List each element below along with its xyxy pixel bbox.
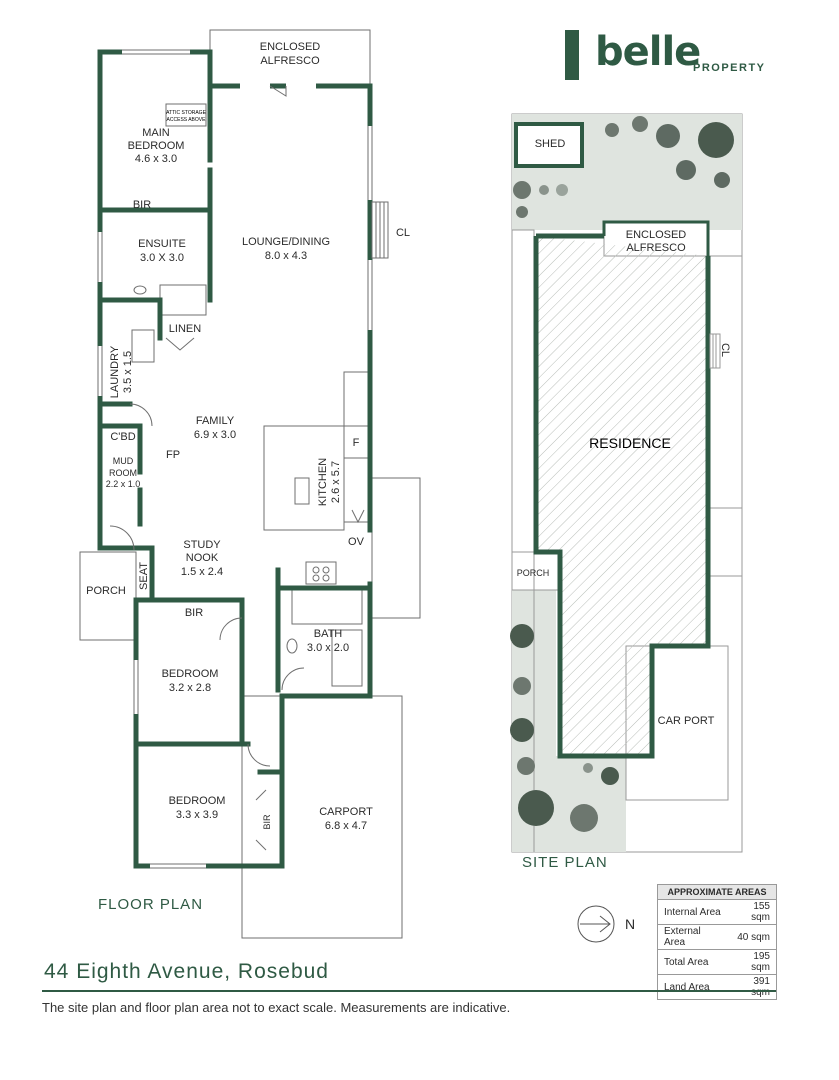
carport-label: CARPORT xyxy=(319,806,373,818)
cl-label: CL xyxy=(396,227,410,239)
shed-label: SHED xyxy=(535,138,566,150)
north-label: N xyxy=(625,916,636,932)
study-label: STUDY xyxy=(183,539,221,551)
laundry-dim: 3.5 x 1.5 xyxy=(122,351,134,393)
address: 44 Eighth Avenue, Rosebud xyxy=(44,960,329,983)
ensuite-dim: 3.0 X 3.0 xyxy=(140,252,184,264)
bath-dim: 3.0 x 2.0 xyxy=(307,642,349,654)
site-carport-label: CAR PORT xyxy=(658,715,715,727)
ensuite-label: ENSUITE xyxy=(138,238,186,250)
site-cl-label: CL xyxy=(719,343,731,357)
carport-dim: 6.8 x 4.7 xyxy=(325,820,367,832)
lounge-label: LOUNGE/DINING xyxy=(242,236,330,248)
site-alfresco-label-1: ENCLOSED xyxy=(626,229,687,241)
alfresco-label-2: ALFRESCO xyxy=(260,55,320,67)
site-porch-label: PORCH xyxy=(517,568,550,578)
bir-label-1: BIR xyxy=(133,199,151,211)
tree-icons xyxy=(510,116,734,832)
cbd-label: C'BD xyxy=(110,431,135,443)
main-bedroom-label-2: BEDROOM xyxy=(128,140,185,152)
site-plan-title: SITE PLAN xyxy=(522,854,608,871)
attic-label-1: ATTIC STORAGE xyxy=(166,110,206,116)
brand-logo: belle PROPERTY xyxy=(565,29,775,82)
bir-label-2: BIR xyxy=(185,607,203,619)
brand-bar-icon xyxy=(565,30,579,80)
floor-plan-title: FLOOR PLAN xyxy=(98,896,204,913)
alfresco-label-1: ENCLOSED xyxy=(260,41,321,53)
porch-label: PORCH xyxy=(86,585,126,597)
bir-label-3: BIR xyxy=(262,814,272,830)
mud-room-dim: 2.2 x 1.0 xyxy=(106,479,141,489)
family-dim: 6.9 x 3.0 xyxy=(194,429,236,441)
study-dim: 1.5 x 2.4 xyxy=(181,566,223,578)
site-alfresco-label-2: ALFRESCO xyxy=(626,242,686,254)
family-label: FAMILY xyxy=(196,415,235,427)
seat-label: SEAT xyxy=(138,562,150,590)
brand-sub: PROPERTY xyxy=(693,62,766,74)
fp-label: FP xyxy=(166,449,180,461)
kitchen-label: KITCHEN xyxy=(317,458,329,506)
oven-label: OV xyxy=(348,536,365,548)
bath-label: BATH xyxy=(314,628,343,640)
laundry-label: LAUNDRY xyxy=(109,345,121,398)
north-arrow-icon xyxy=(577,905,615,943)
linen-label: LINEN xyxy=(169,323,201,335)
kitchen-dim: 2.6 x 5.7 xyxy=(330,461,342,503)
main-bedroom-label: MAIN xyxy=(142,127,170,139)
bedroom-2-label: BEDROOM xyxy=(162,668,219,680)
brand-word: belle xyxy=(595,29,701,75)
study-label-2: NOOK xyxy=(186,552,219,564)
bedroom-3-dim: 3.3 x 3.9 xyxy=(176,809,218,821)
bedroom-2-dim: 3.2 x 2.8 xyxy=(169,682,211,694)
residence-label: RESIDENCE xyxy=(589,435,671,451)
divider xyxy=(42,990,776,992)
fridge-label: F xyxy=(353,437,360,449)
disclaimer: The site plan and floor plan area not to… xyxy=(42,1000,511,1015)
mud-room-label: MUD xyxy=(113,456,134,466)
mud-room-label-2: ROOM xyxy=(109,468,137,478)
attic-label-2: ACCESS ABOVE xyxy=(167,117,207,123)
main-bedroom-dim: 4.6 x 3.0 xyxy=(135,153,177,165)
lounge-dim: 8.0 x 4.3 xyxy=(265,250,307,262)
areas-title: APPROXIMATE AREAS xyxy=(658,885,776,900)
bedroom-3-label: BEDROOM xyxy=(169,795,226,807)
